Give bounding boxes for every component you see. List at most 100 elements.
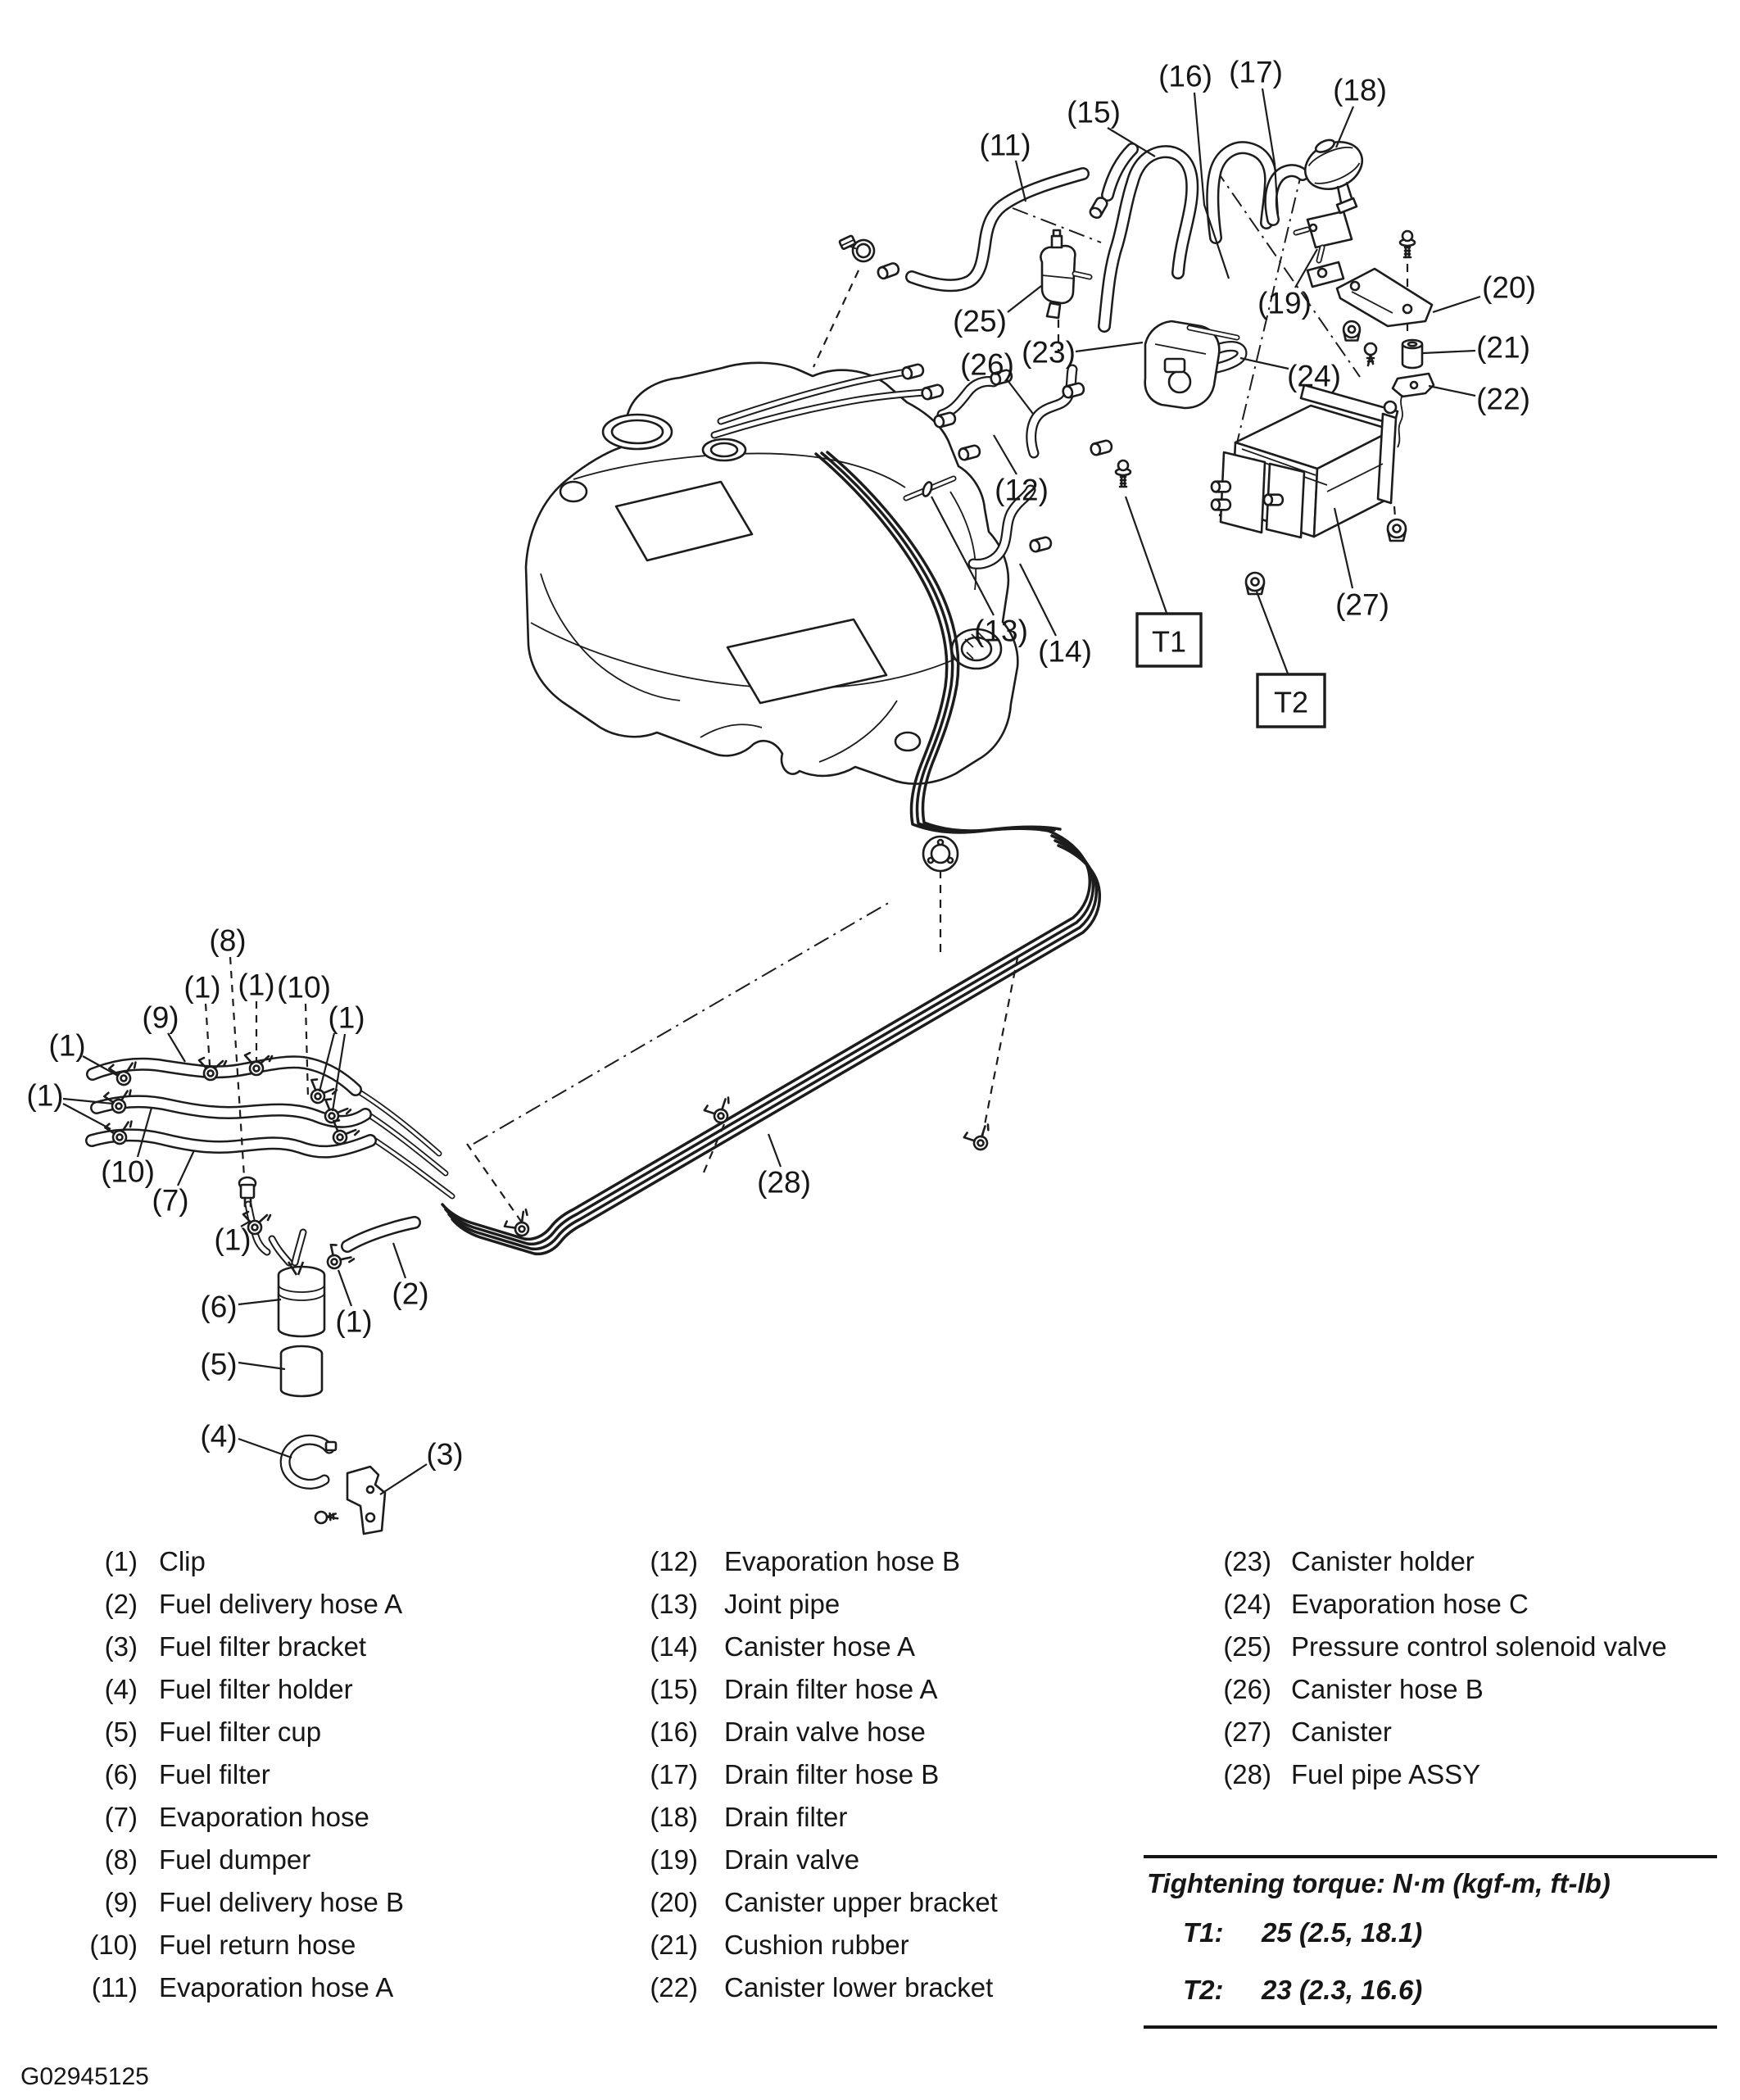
legend-item: (27)Canister [1158, 1711, 1732, 1753]
callout-label: (11) [979, 129, 1031, 162]
pressure-control-solenoid-valve [1040, 230, 1090, 318]
pipe-grommet [922, 835, 959, 873]
leader-line [238, 1363, 285, 1369]
legend-item: (19) Drain valve [593, 1839, 1150, 1881]
leader-line [168, 1033, 185, 1062]
callout-label: (3) [426, 1438, 463, 1472]
leader-line [238, 1439, 292, 1458]
callout-label: (4) [200, 1420, 237, 1454]
bracket-bolt [1398, 229, 1416, 259]
leader-line [306, 1004, 308, 1098]
leader-line [1126, 497, 1167, 613]
legend-item-number: (2) [104, 1589, 138, 1619]
leader-line [178, 1150, 194, 1186]
leader-line [1433, 297, 1480, 312]
legend-item: (7)Evaporation hose [33, 1796, 573, 1839]
legend-item: (18) Drain filter [593, 1796, 1150, 1839]
legend-item: (16)Drain valve hose [593, 1711, 1150, 1753]
legend-item-number: (19) [650, 1844, 698, 1875]
leader-line [206, 1004, 210, 1065]
legend-item-label: Joint pipe [724, 1589, 841, 1619]
leader-line [1076, 342, 1143, 352]
legend-item-label: Drain valve [724, 1844, 860, 1875]
legend-item-label: Drain filter hose A [724, 1674, 938, 1704]
legend-item-label: Canister lower bracket [724, 1972, 994, 2002]
callout-label: (17) [1229, 56, 1283, 89]
legend-item-label: Fuel filter holder [159, 1674, 353, 1704]
torque-row: T2:23 (2.3, 16.6) [1183, 1975, 1422, 2006]
callout-label: (14) [1038, 635, 1092, 669]
mount-nut [1386, 518, 1407, 542]
legend-item: (22)Canister lower bracket [593, 1966, 1150, 2009]
torque-ref-box [1257, 674, 1325, 727]
legend-item: (15)Drain filter hose A [593, 1668, 1150, 1711]
legend-item-number: (17) [650, 1759, 698, 1789]
leader-line [338, 1270, 351, 1306]
callout-label: (9) [142, 1001, 179, 1035]
callout-label: (20) [1482, 271, 1536, 305]
leader-line [380, 1464, 427, 1494]
leader-line [333, 1034, 345, 1111]
callout-label: (28) [757, 1166, 811, 1200]
leader-line [1262, 88, 1278, 215]
leader-line [1257, 592, 1288, 674]
flange-nut [1342, 320, 1362, 342]
callout-label: (5) [200, 1348, 237, 1381]
legend-item: (6)Fuel filter [33, 1753, 573, 1796]
legend-item: (23)Canister holder [1158, 1540, 1732, 1583]
callout-label: (2) [392, 1277, 428, 1311]
legend-item-number: (23) [1223, 1546, 1271, 1576]
callout-layer: (11)(15)(16)(17)(18)(25)(23)(26)(12)(13)… [26, 56, 1536, 1495]
legend-item-label: Drain filter [724, 1802, 848, 1832]
legend-item-number: (24) [1223, 1589, 1271, 1619]
callout-label: (12) [995, 474, 1049, 507]
callout-label: (18) [1333, 74, 1387, 107]
legend-item-number: (20) [650, 1887, 698, 1917]
figure-id: G02945125 [20, 2063, 149, 2090]
leader-line [1008, 286, 1041, 312]
legend-item-label: Fuel dumper [159, 1844, 311, 1875]
leader-line [63, 1099, 113, 1104]
leader-line [1194, 93, 1229, 279]
callout-label: (22) [1476, 383, 1530, 416]
legend-item: (2) Fuel delivery hose A [33, 1583, 573, 1626]
legend-item-number: (28) [1223, 1759, 1271, 1789]
legend-item-number: (3) [104, 1631, 138, 1662]
legend-item: (28)Fuel pipe ASSY [1158, 1753, 1732, 1796]
callout-label: (1) [184, 971, 220, 1005]
callout-label: (1) [26, 1079, 63, 1113]
canister [1210, 385, 1398, 537]
legend-item-label: Fuel return hose [159, 1930, 356, 1960]
callout-label: (15) [1067, 96, 1121, 129]
leader-line [1108, 128, 1155, 156]
leader-line [931, 497, 994, 615]
tank-patch-right [727, 619, 886, 703]
legend-item-label: Cushion rubber [724, 1930, 909, 1960]
legend-column-3: (23)Canister holder(24)Evaporation hose … [1158, 1540, 1732, 1796]
leader-line [63, 1104, 111, 1129]
leader-line [238, 1299, 281, 1304]
leader-line [1295, 249, 1317, 288]
legend-item-number: (27) [1223, 1717, 1271, 1747]
leader-line [1016, 161, 1026, 202]
fuel-dumper [239, 1177, 256, 1206]
legend-item-number: (25) [1223, 1631, 1271, 1662]
canister-lower-bracket [1393, 374, 1434, 447]
legend-item-label: Evaporation hose A [159, 1972, 394, 2002]
legend-column-2: (12)Evaporation hose B(13)Joint pipe(14)… [593, 1540, 1150, 2009]
legend-item: (9)Fuel delivery hose B [33, 1881, 573, 1924]
callout-label: (1) [328, 1001, 365, 1035]
legend-item-label: Fuel filter [159, 1759, 270, 1789]
legend-item-label: Fuel delivery hose A [159, 1589, 403, 1619]
callout-label: (24) [1287, 360, 1341, 393]
legend-item: (25)Pressure control solenoid valve [1158, 1626, 1732, 1668]
legend-item-label: Canister hose A [724, 1631, 915, 1662]
callout-label: (23) [1022, 336, 1076, 370]
torque-row-id: T2: [1183, 1975, 1224, 2005]
legend-item-number: (18) [650, 1802, 698, 1832]
leader-line [138, 1108, 152, 1157]
legend-item-number: (10) [89, 1930, 138, 1960]
